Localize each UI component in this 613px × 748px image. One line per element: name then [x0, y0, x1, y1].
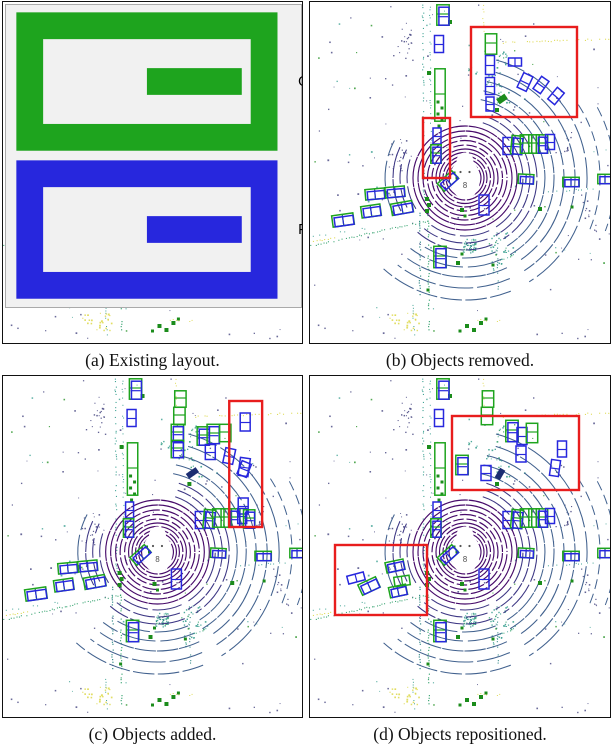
gt-pred-box-pair: [25, 587, 48, 601]
pred-box: [549, 459, 560, 476]
gt-pred-box-pair: [456, 455, 468, 474]
legend-row-pred: Pred: [13, 157, 292, 302]
gt-box: [435, 69, 445, 121]
lidar-bev-plot-c: 8: [3, 376, 302, 717]
legend-label-pred: Pred: [298, 222, 303, 238]
gt-pred-box-pair: [78, 560, 98, 572]
gt-pred-box-pair: [171, 424, 183, 441]
gt-pred-box-pair: [332, 213, 355, 227]
gt-pred-box-pair: [388, 584, 407, 598]
gt-pred-box-pair: [563, 177, 579, 186]
caption-c: (c) Objects added.: [2, 720, 303, 748]
lidar-bev-plot-d: 8: [310, 376, 610, 717]
pred-box: [486, 56, 495, 75]
gt-pred-box-pair: [255, 551, 271, 560]
panel-existing-layout: 8 GT Pred: [2, 1, 303, 344]
legend-row-gt: GT: [13, 9, 292, 154]
caption-b: (b) Objects removed.: [309, 346, 611, 374]
gt-box: [435, 443, 445, 495]
gt-pred-box-pair: [58, 562, 78, 574]
ego-vehicle-icon: 8: [143, 527, 173, 574]
pred-box: [435, 36, 444, 53]
panel-objects-removed: 8: [309, 1, 611, 344]
pred-box: [517, 73, 533, 92]
pred-box: [433, 128, 441, 144]
svg-text:8: 8: [463, 555, 468, 564]
green-marker-layer: [118, 394, 266, 707]
green-marker-layer: [425, 20, 574, 333]
gt-box: [174, 407, 185, 424]
gt-pred-box-pair: [365, 188, 385, 200]
gt-pred-box-pair: [563, 551, 579, 560]
filled-box: [186, 467, 199, 479]
gt-pred-box-pair: [437, 379, 449, 399]
gt-pred-box-pair: [243, 510, 254, 528]
gt-box-icon: [13, 9, 292, 154]
gt-pred-box-pair: [518, 174, 534, 184]
pred-box: [127, 410, 136, 427]
gt-box: [485, 34, 496, 54]
pred-box: [558, 441, 567, 457]
gt-box: [127, 443, 137, 495]
gt-pred-box-pair: [53, 578, 74, 592]
legend-label-gt: GT: [298, 74, 303, 90]
gt-pred-box-pair: [390, 201, 413, 216]
gt-pred-box-pair: [358, 577, 380, 596]
pred-box: [433, 502, 441, 518]
gt-pred-box-pair: [207, 424, 219, 443]
ego-vehicle-icon: 8: [450, 153, 480, 200]
ego-vehicle-icon: 8: [450, 527, 480, 574]
pred-box: [240, 413, 250, 431]
gt-pred-box-pair: [518, 548, 534, 558]
pred-box: [481, 466, 491, 481]
caption-d: (d) Objects repositioned.: [309, 720, 611, 748]
svg-text:8: 8: [463, 181, 468, 190]
lidar-bev-plot-b: 8: [310, 2, 610, 343]
pred-box: [238, 457, 250, 476]
caption-a: (a) Existing layout.: [2, 346, 303, 374]
gt-pred-box-pair: [361, 204, 382, 218]
pred-box: [126, 502, 134, 518]
panel-objects-added: 8: [2, 375, 303, 718]
pred-box: [435, 410, 444, 427]
gt-pred-box-pair: [83, 575, 106, 590]
pred-box-icon: [13, 157, 292, 302]
gt-box: [526, 423, 537, 442]
gt-pred-box-pair: [385, 186, 405, 198]
gt-pred-box-pair: [437, 5, 449, 25]
pred-box: [486, 97, 494, 111]
svg-text:8: 8: [155, 555, 160, 564]
panel-objects-repositioned: 8: [309, 375, 611, 718]
green-marker-layer: [425, 394, 574, 707]
legend: GT Pred: [5, 4, 302, 308]
gt-pred-box-pair: [129, 379, 141, 399]
gt-pred-box-pair: [210, 548, 226, 558]
highlight-rect: [423, 118, 450, 178]
